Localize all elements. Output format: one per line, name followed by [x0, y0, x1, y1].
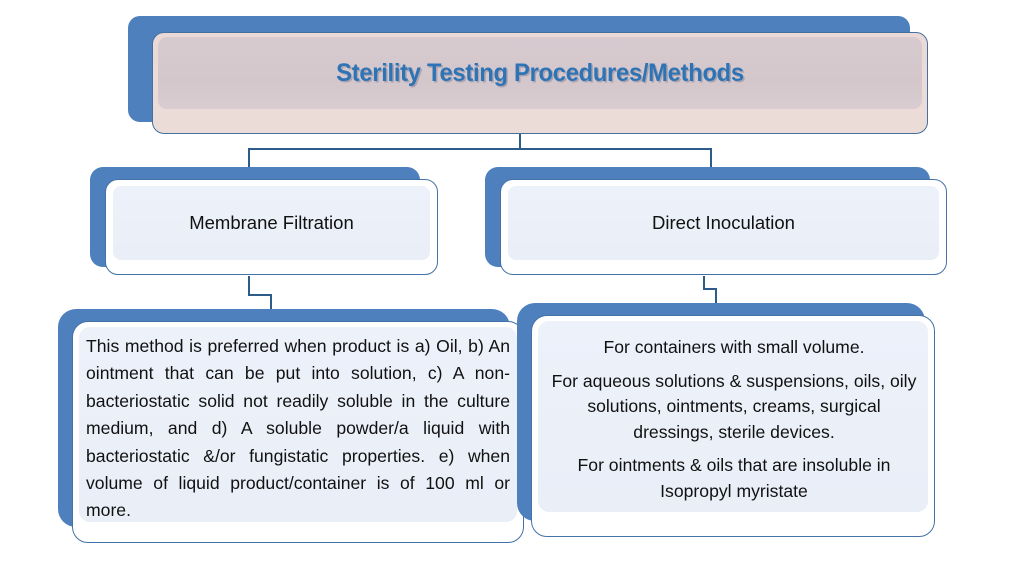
connector-branch-right-down	[710, 148, 712, 176]
connector-direct-elbow-h	[703, 288, 717, 290]
membrane-filtration-box[interactable]: Membrane Filtration	[105, 179, 438, 275]
direct-inoculation-inner-panel: Direct Inoculation	[508, 186, 939, 260]
direct-inoculation-label: Direct Inoculation	[652, 212, 795, 233]
direct-detail-inner-panel	[538, 321, 928, 512]
direct-inoculation-box[interactable]: Direct Inoculation	[500, 179, 947, 275]
connector-direct-elbow-v1	[703, 276, 705, 290]
direct-detail-box[interactable]: For containers with small volume. For aq…	[531, 315, 935, 537]
connector-title-to-branch	[519, 134, 521, 150]
connector-membrane-elbow-v1	[248, 276, 250, 296]
membrane-filtration-label: Membrane Filtration	[189, 212, 354, 233]
connector-direct-elbow-v2	[715, 288, 717, 310]
connector-branch-horizontal	[248, 148, 712, 150]
direct-detail-text: For containers with small volume. For aq…	[546, 335, 922, 504]
title-inner-panel: Sterility Testing Procedures/Methods	[158, 37, 922, 109]
connector-membrane-elbow-v2	[270, 294, 272, 314]
direct-detail-line-2: For aqueous solutions & suspensions, oil…	[551, 370, 917, 442]
title-box[interactable]: Sterility Testing Procedures/Methods	[152, 32, 928, 134]
membrane-detail-box[interactable]: This method is preferred when product is…	[72, 321, 524, 543]
connector-branch-left-down	[248, 148, 250, 176]
page-title: Sterility Testing Procedures/Methods	[336, 58, 744, 87]
connector-membrane-elbow-h	[248, 294, 272, 296]
membrane-detail-text: This method is preferred when product is…	[86, 336, 510, 521]
direct-detail-line-3: For ointments & oils that are insoluble …	[577, 455, 891, 501]
direct-detail-line-1: For containers with small volume.	[603, 337, 865, 357]
membrane-detail-inner-panel	[79, 327, 517, 522]
membrane-filtration-inner-panel: Membrane Filtration	[113, 186, 430, 260]
